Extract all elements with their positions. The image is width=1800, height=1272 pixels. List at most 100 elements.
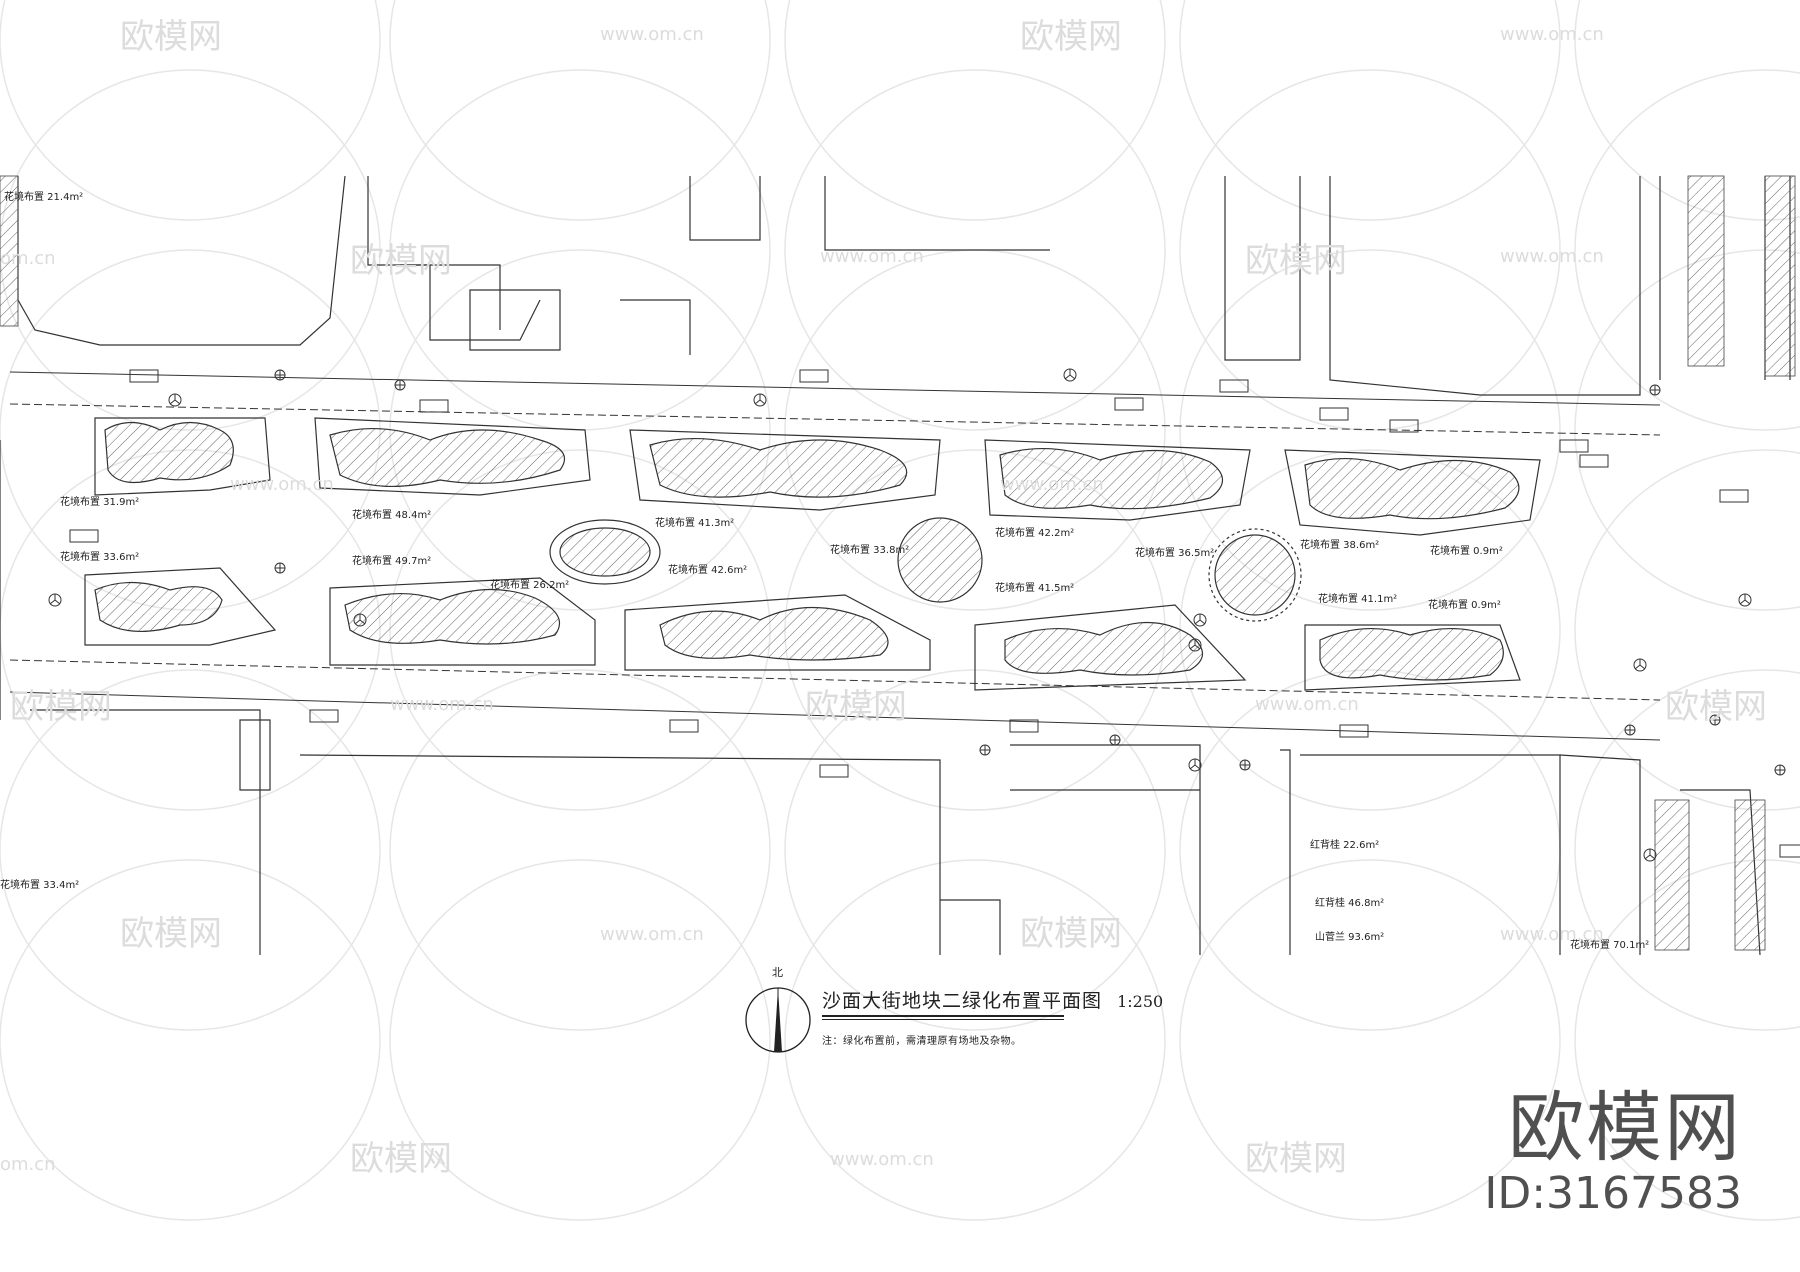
watermark-brand: 欧模网 [1245,241,1347,281]
label-box [819,764,849,778]
watermark-url: www.om.cn [1500,24,1604,45]
flowerbed-label: 花境布置 33.6m² [60,550,139,563]
label-box [419,399,449,413]
planting-beds [94,417,1541,536]
watermark-url: www.om.cn [1500,924,1604,945]
flowerbed-a2 [314,417,591,496]
flowerbed-label: 花境布置 70.1m² [1570,938,1649,951]
flowerbed-label: 花境布置 0.9m² [1430,544,1503,557]
label-box [1579,454,1609,468]
watermark-circle [0,449,381,811]
pole-symbol-mark [275,370,285,380]
watermark-brand: 欧模网 [1665,687,1767,727]
watermark-url: www.om.cn [600,24,704,45]
pole-symbol-mark [1625,725,1635,735]
flowerbed-label: 花境布置 41.1m² [1318,592,1397,605]
watermark-brand: 欧模网 [1020,914,1122,954]
watermark-url-partial: om.cn [0,248,56,269]
watermark-circle [784,0,1166,221]
round-beds [549,517,1302,622]
drawing-scale: 1:250 [1117,992,1164,1011]
plant-label: 山菅兰 93.6m² [1315,930,1384,943]
watermark-circle [1179,249,1561,611]
watermark-url: www.om.cn [1500,246,1604,267]
plant-label: 红背桂 22.6m² [1310,838,1379,851]
watermark-circle [0,859,381,1221]
watermark-brand: 欧模网 [120,914,222,954]
watermark-url: www.om.cn [1255,694,1359,715]
watermark-url: www.om.cn [1000,474,1104,495]
pole-symbol-mark [1775,765,1785,775]
flowerbed-a3 [629,429,941,511]
watermark-circle [389,0,771,221]
drawing-note: 注：绿化布置前，需清理原有场地及杂物。 [822,1036,1022,1047]
hatched-strips [0,175,1796,951]
watermark-brand: 欧模网 [120,17,222,57]
watermark-circle [1574,669,1800,1031]
north-label: 北 [772,966,783,979]
flowerbed-label: 花境布置 41.5m² [995,581,1074,594]
label-box [1719,489,1749,503]
watermark-brand: 欧模网 [350,1139,452,1179]
flowerbed-label: 花境布置 0.9m² [1428,598,1501,611]
building-outlines [0,175,1791,956]
watermark-circle [389,859,771,1221]
pole-symbol-mark [395,380,405,390]
watermark-url: www.om.cn [600,924,704,945]
watermark-url: www.om.cn [820,246,924,267]
plant-label-layer: 红背桂 22.6m² 红背桂 46.8m² 山菅兰 93.6m² [1310,838,1384,943]
drawing-title: 沙面大街地块二绿化布置平面图 [822,990,1103,1012]
flowerbed-label: 花境布置 36.5m² [1135,546,1214,559]
watermark-circle [1179,859,1561,1221]
watermark-brand: 欧模网 [1245,1139,1347,1179]
watermark-brand: 欧模网 [1020,17,1122,57]
pole-symbol-mark [1110,735,1120,745]
watermark-brand: 欧模网 [10,687,112,727]
corner-brand: 欧模网 [1508,1083,1742,1172]
street-curbs [9,371,1661,741]
label-box [1319,407,1349,421]
drawing-title-block: 沙面大街地块二绿化布置平面图 1:250 注：绿化布置前，需清理原有场地及杂物。 [822,986,1163,1047]
label-box [1219,379,1249,393]
flowerbed-a5 [1284,449,1541,536]
tree-symbol-mark [1644,849,1656,860]
watermark-circle [784,859,1166,1221]
north-arrow: 北 [745,966,811,1053]
watermark-url: www.om.cn [230,474,334,495]
watermark-brand: 欧模网 [350,241,452,281]
corner-watermark: 欧模网 ID:3167583 [1484,1088,1742,1220]
flowerbed-label: 花境布置 26.2m² [490,578,569,591]
planting-beds-lower [84,567,1521,691]
flowerbed-a4 [984,439,1251,521]
label-box [309,709,339,723]
tree-symbol-mark [1634,659,1646,670]
watermark-circle [1574,69,1800,431]
label-box [129,369,159,383]
flowerbed-label: 花境布置 41.3m² [655,516,734,529]
watermark-circle [1179,0,1561,221]
tree-symbol-mark [169,394,181,405]
tree-symbol-mark [1739,594,1751,605]
watermark-url: www.om.cn [830,1149,934,1170]
flowerbed-label: 花境布置 49.7m² [352,554,431,567]
label-box [1389,419,1419,433]
label-box [1339,724,1369,738]
flowerbed-label: 花境布置 48.4m² [352,508,431,521]
flowerbed-label: 花境布置 33.8m² [830,543,909,556]
flowerbed-label-layer: 花境布置 21.4m² 花境布置 31.9m² 花境布置 48.4m² 花境布置… [0,190,1649,951]
label-box [1779,844,1800,858]
watermark-brand: 欧模网 [805,687,907,727]
flowerbed-label: 花境布置 42.6m² [668,563,747,576]
pole-symbol-mark [1240,760,1250,770]
tree-symbol-mark [1064,369,1076,380]
tree-symbol-mark [49,594,61,605]
label-box [1009,719,1039,733]
flowerbed-label: 花境布置 42.2m² [995,526,1074,539]
pole-symbol-mark [275,563,285,573]
plant-label: 红背桂 46.8m² [1315,896,1384,909]
watermark-circle [0,0,381,221]
watermark-circle [1574,449,1800,811]
flowerbed-label: 花境布置 38.6m² [1300,538,1379,551]
